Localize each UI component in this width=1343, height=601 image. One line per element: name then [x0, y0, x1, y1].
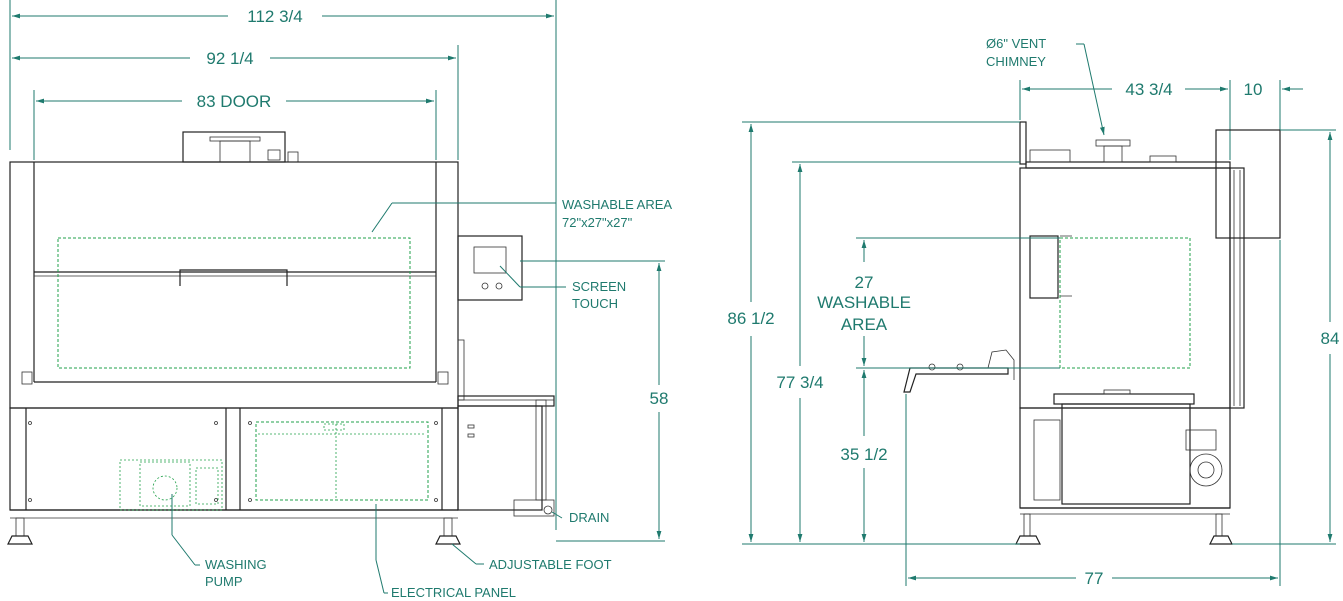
callout-adjustable-foot: ADJUSTABLE FOOT — [451, 543, 612, 572]
dim-door-width: 83 DOOR — [33, 90, 437, 160]
dim-washable-height-label2: AREA — [841, 315, 888, 334]
callout-drain: DRAIN — [551, 510, 609, 525]
drain-label: DRAIN — [569, 510, 609, 525]
dim-total-depth-text: 77 — [1085, 569, 1104, 588]
callout-washing-pump: WASHING PUMP — [171, 494, 267, 589]
dim-total-depth: 77 — [905, 240, 1281, 588]
front-machine-outline — [7, 131, 555, 545]
dim-screen-height: 58 — [520, 260, 669, 542]
side-view: Ø6" VENT CHIMNEY 43 3/4 10 — [727, 36, 1339, 588]
side-washable-area-outline — [1059, 237, 1191, 369]
dim-body-width: 92 1/4 — [12, 45, 459, 160]
dim-depth: 43 3/4 — [1019, 80, 1231, 160]
dim-body-width-text: 92 1/4 — [206, 49, 253, 68]
dim-cabinet-depth-text: 10 — [1244, 80, 1263, 99]
chimney-label: CHIMNEY — [986, 54, 1046, 69]
dim-right-height: 84 — [1232, 129, 1340, 545]
adjustable-foot-label: ADJUSTABLE FOOT — [489, 557, 612, 572]
dim-overall-width-text: 112 3/4 — [247, 7, 302, 26]
vent-label: Ø6" VENT — [986, 36, 1046, 51]
washable-area-label: WASHABLE AREA — [562, 197, 672, 212]
callout-washable-area: WASHABLE AREA 72"x27"x27" — [371, 197, 672, 233]
washing-label: WASHING — [205, 557, 267, 572]
front-view: 112 3/4 92 1/4 83 DOOR — [7, 0, 672, 600]
dim-washable-height: 27 WASHABLE AREA — [817, 237, 1060, 369]
side-machine-outline — [903, 121, 1281, 545]
dim-floor-to-area-text: 35 1/2 — [840, 445, 887, 464]
dim-right-height-text: 84 — [1321, 329, 1340, 348]
dim-overall-height: 86 1/2 — [727, 121, 1020, 545]
dim-door-width-text: 83 DOOR — [197, 92, 272, 111]
dim-depth-text: 43 3/4 — [1125, 80, 1172, 99]
pump-label: PUMP — [205, 574, 243, 589]
front-washable-area-outline — [57, 237, 411, 369]
dim-washable-height-label1: WASHABLE — [817, 293, 911, 312]
dim-cabinet-depth: 10 — [1244, 80, 1303, 130]
electrical-panel-hidden — [255, 421, 429, 501]
callout-electrical-panel: ELECTRICAL PANEL — [375, 504, 516, 600]
touch-label: TOUCH — [572, 296, 618, 311]
dim-floor-to-area: 35 1/2 — [840, 370, 888, 542]
callout-screen-touch: SCREEN TOUCH — [499, 265, 626, 311]
electrical-panel-label: ELECTRICAL PANEL — [391, 585, 516, 600]
dim-overall-width: 112 3/4 — [9, 0, 557, 530]
dim-overall-height-text: 86 1/2 — [727, 309, 774, 328]
dim-body-height: 77 3/4 — [776, 161, 1020, 542]
dim-screen-height-text: 58 — [650, 389, 669, 408]
dim-body-height-text: 77 3/4 — [776, 373, 823, 392]
dim-washable-height-value: 27 — [855, 273, 874, 292]
screen-label: SCREEN — [572, 279, 626, 294]
washing-pump-hidden — [119, 459, 223, 511]
washable-area-size: 72"x27"x27" — [562, 215, 633, 230]
callout-vent-chimney: Ø6" VENT CHIMNEY — [986, 36, 1105, 136]
